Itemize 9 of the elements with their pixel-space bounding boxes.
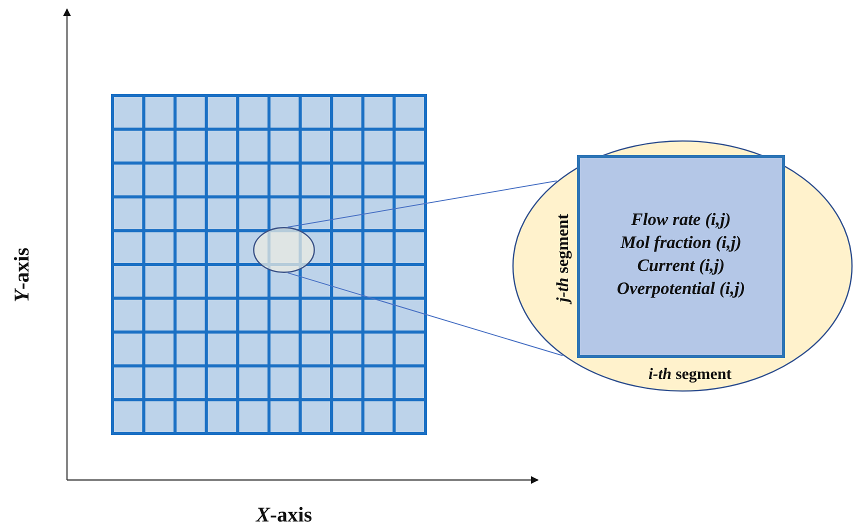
segment-label: j-th segment [553,214,573,302]
variable-label: Overpotential (i,j) [616,277,746,300]
segment-square [577,155,785,358]
variable-label: Flow rate (i,j) [631,208,731,231]
variable-label: Mol fraction (i,j) [620,231,742,254]
axis-label: Y-axis [10,248,34,302]
variable-label: Current (i,j) [637,254,725,277]
axis-label: X-axis [256,502,312,528]
segment-label: i-th segment [648,366,732,384]
